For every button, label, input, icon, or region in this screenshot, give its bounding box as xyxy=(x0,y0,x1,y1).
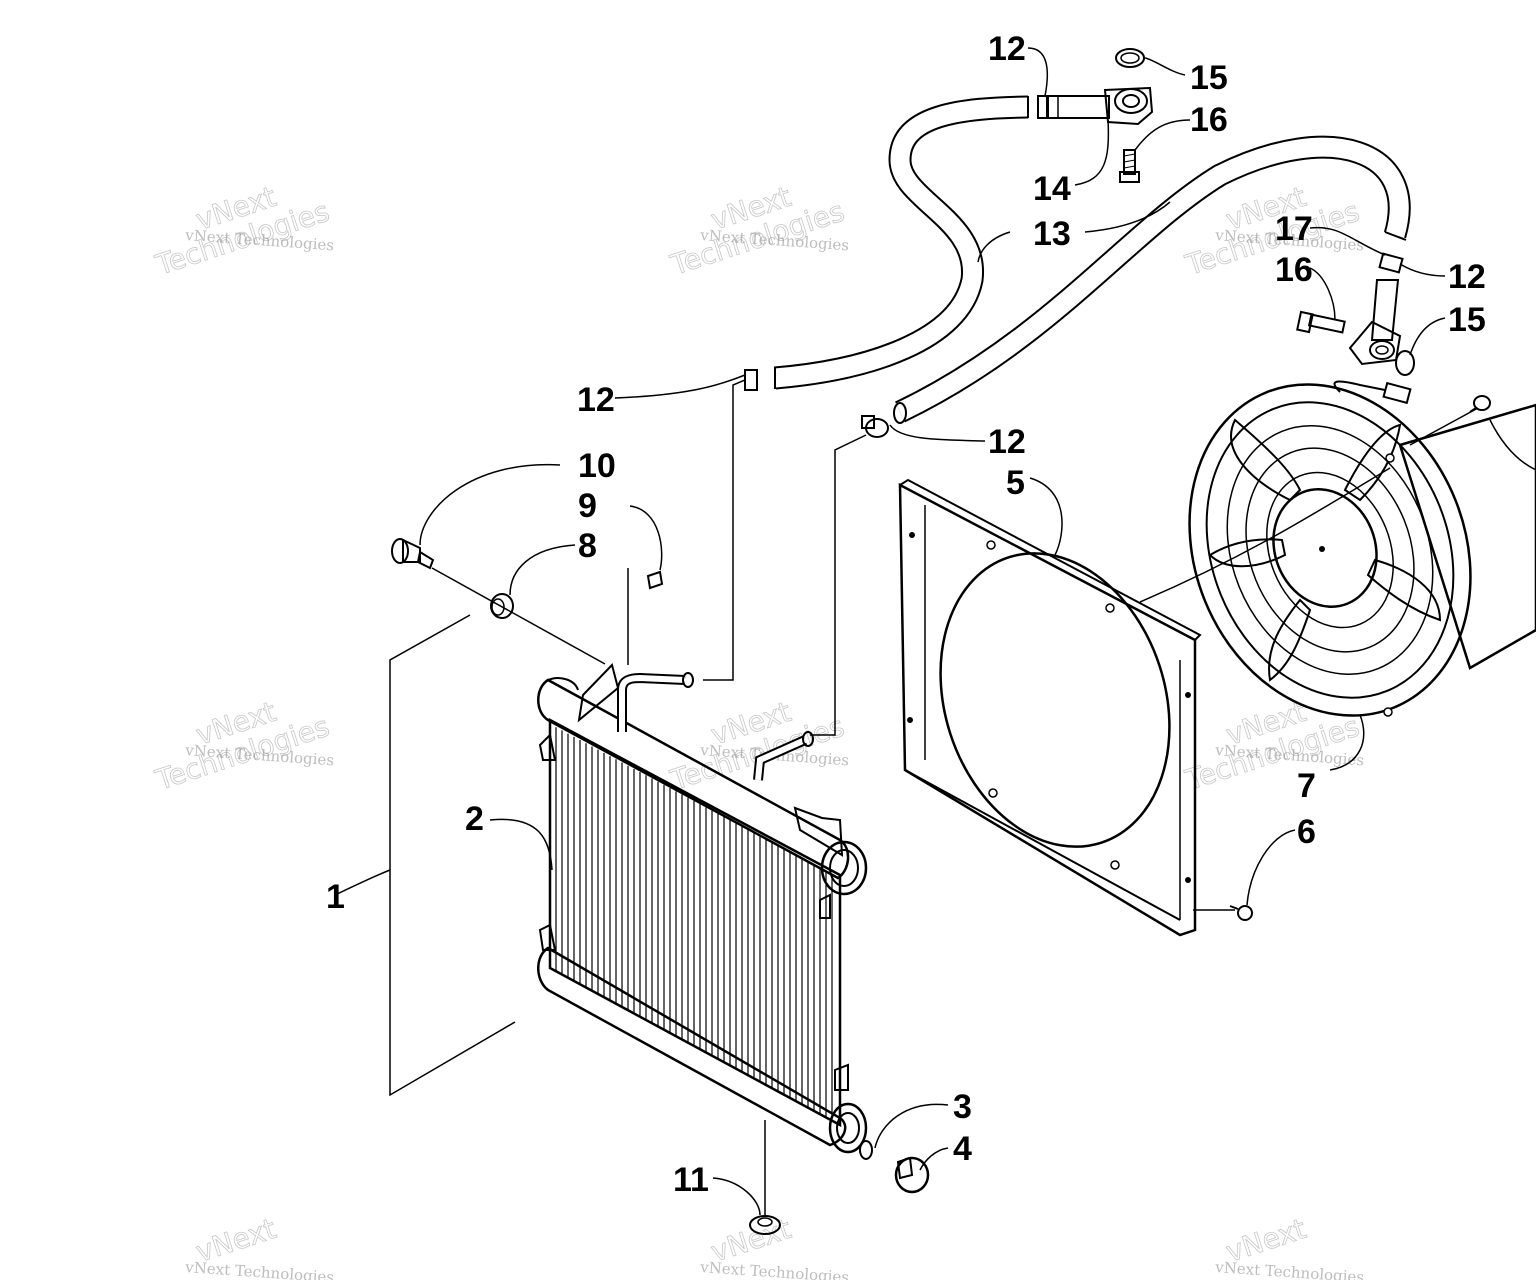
callout-label: 7 xyxy=(1297,767,1316,805)
o-ring-right xyxy=(1395,350,1415,376)
watermark: vNext vNext Technologies xyxy=(699,1212,850,1280)
watermark: vNext Technologies vNext Technologies xyxy=(151,695,335,798)
nut xyxy=(646,570,664,590)
watermark-text: vNext Technologies xyxy=(184,1258,335,1280)
upper-hose-right xyxy=(893,135,1411,424)
watermark-text: vNext Technologies xyxy=(1214,1258,1365,1280)
drain-plug xyxy=(894,1156,930,1194)
leader-lines xyxy=(334,47,1536,1216)
radiator xyxy=(537,663,868,1154)
callout-label: 12 xyxy=(577,381,615,419)
watermark: vNext Technologies vNext Technologies xyxy=(151,180,335,283)
watermark: vNext Technologies vNext Technologies xyxy=(1181,695,1365,798)
watermark-group: vNext Technologies vNext Technologies vN… xyxy=(151,180,1365,1280)
clamp-lower xyxy=(861,415,889,438)
callout-label: 13 xyxy=(1033,215,1071,253)
callout-label: 2 xyxy=(465,800,484,838)
callout-label: 16 xyxy=(1190,101,1228,139)
callout-label: 17 xyxy=(1275,210,1313,248)
shroud-screw xyxy=(1229,905,1253,921)
callout-label: 8 xyxy=(578,527,597,565)
bolt-top xyxy=(1119,149,1140,183)
cooling-fan xyxy=(1188,380,1536,717)
callout-label: 10 xyxy=(578,447,616,485)
callout-label: 5 xyxy=(1006,464,1025,502)
bottom-grommet xyxy=(749,1215,781,1235)
clamp-right xyxy=(1378,252,1404,274)
callout-label: 4 xyxy=(953,1130,972,1168)
thermostat-fitting-right xyxy=(1348,279,1402,366)
callout-label: 6 xyxy=(1297,813,1316,851)
mounting-bolt xyxy=(391,538,435,570)
clamp-top xyxy=(1037,95,1049,119)
gasket xyxy=(859,1140,873,1160)
callout-label: 3 xyxy=(953,1088,972,1126)
callout-label: 16 xyxy=(1275,251,1313,289)
watermark: vNext vNext Technologies xyxy=(184,1212,335,1280)
thermostat-fitting-top xyxy=(1046,86,1154,126)
callout-label: 9 xyxy=(578,487,597,525)
fan-screw xyxy=(1469,395,1491,413)
callout-label: 14 xyxy=(1033,170,1071,208)
fan-shroud xyxy=(898,478,1202,937)
upper-hose-left xyxy=(774,95,1029,390)
callout-label: 15 xyxy=(1190,59,1228,97)
grommet xyxy=(490,593,514,619)
watermark: vNext Technologies vNext Technologies xyxy=(666,695,850,798)
callout-label: 12 xyxy=(988,30,1026,68)
callout-labels: 1 2 3 4 5 6 7 8 9 10 11 12 12 12 12 13 1… xyxy=(326,30,1486,1199)
bolt-right xyxy=(1296,310,1346,334)
watermark: vNext Technologies vNext Technologies xyxy=(666,180,850,283)
clamp-mid xyxy=(744,369,758,391)
callout-label: 11 xyxy=(673,1161,709,1199)
o-ring-top xyxy=(1115,48,1145,68)
watermark: vNext vNext Technologies xyxy=(1214,1212,1365,1280)
callout-label: 1 xyxy=(326,878,345,916)
callout-label: 15 xyxy=(1448,301,1486,339)
watermark-text: vNext Technologies xyxy=(699,1258,850,1280)
callout-label: 12 xyxy=(988,423,1026,461)
callout-label: 12 xyxy=(1448,258,1486,296)
